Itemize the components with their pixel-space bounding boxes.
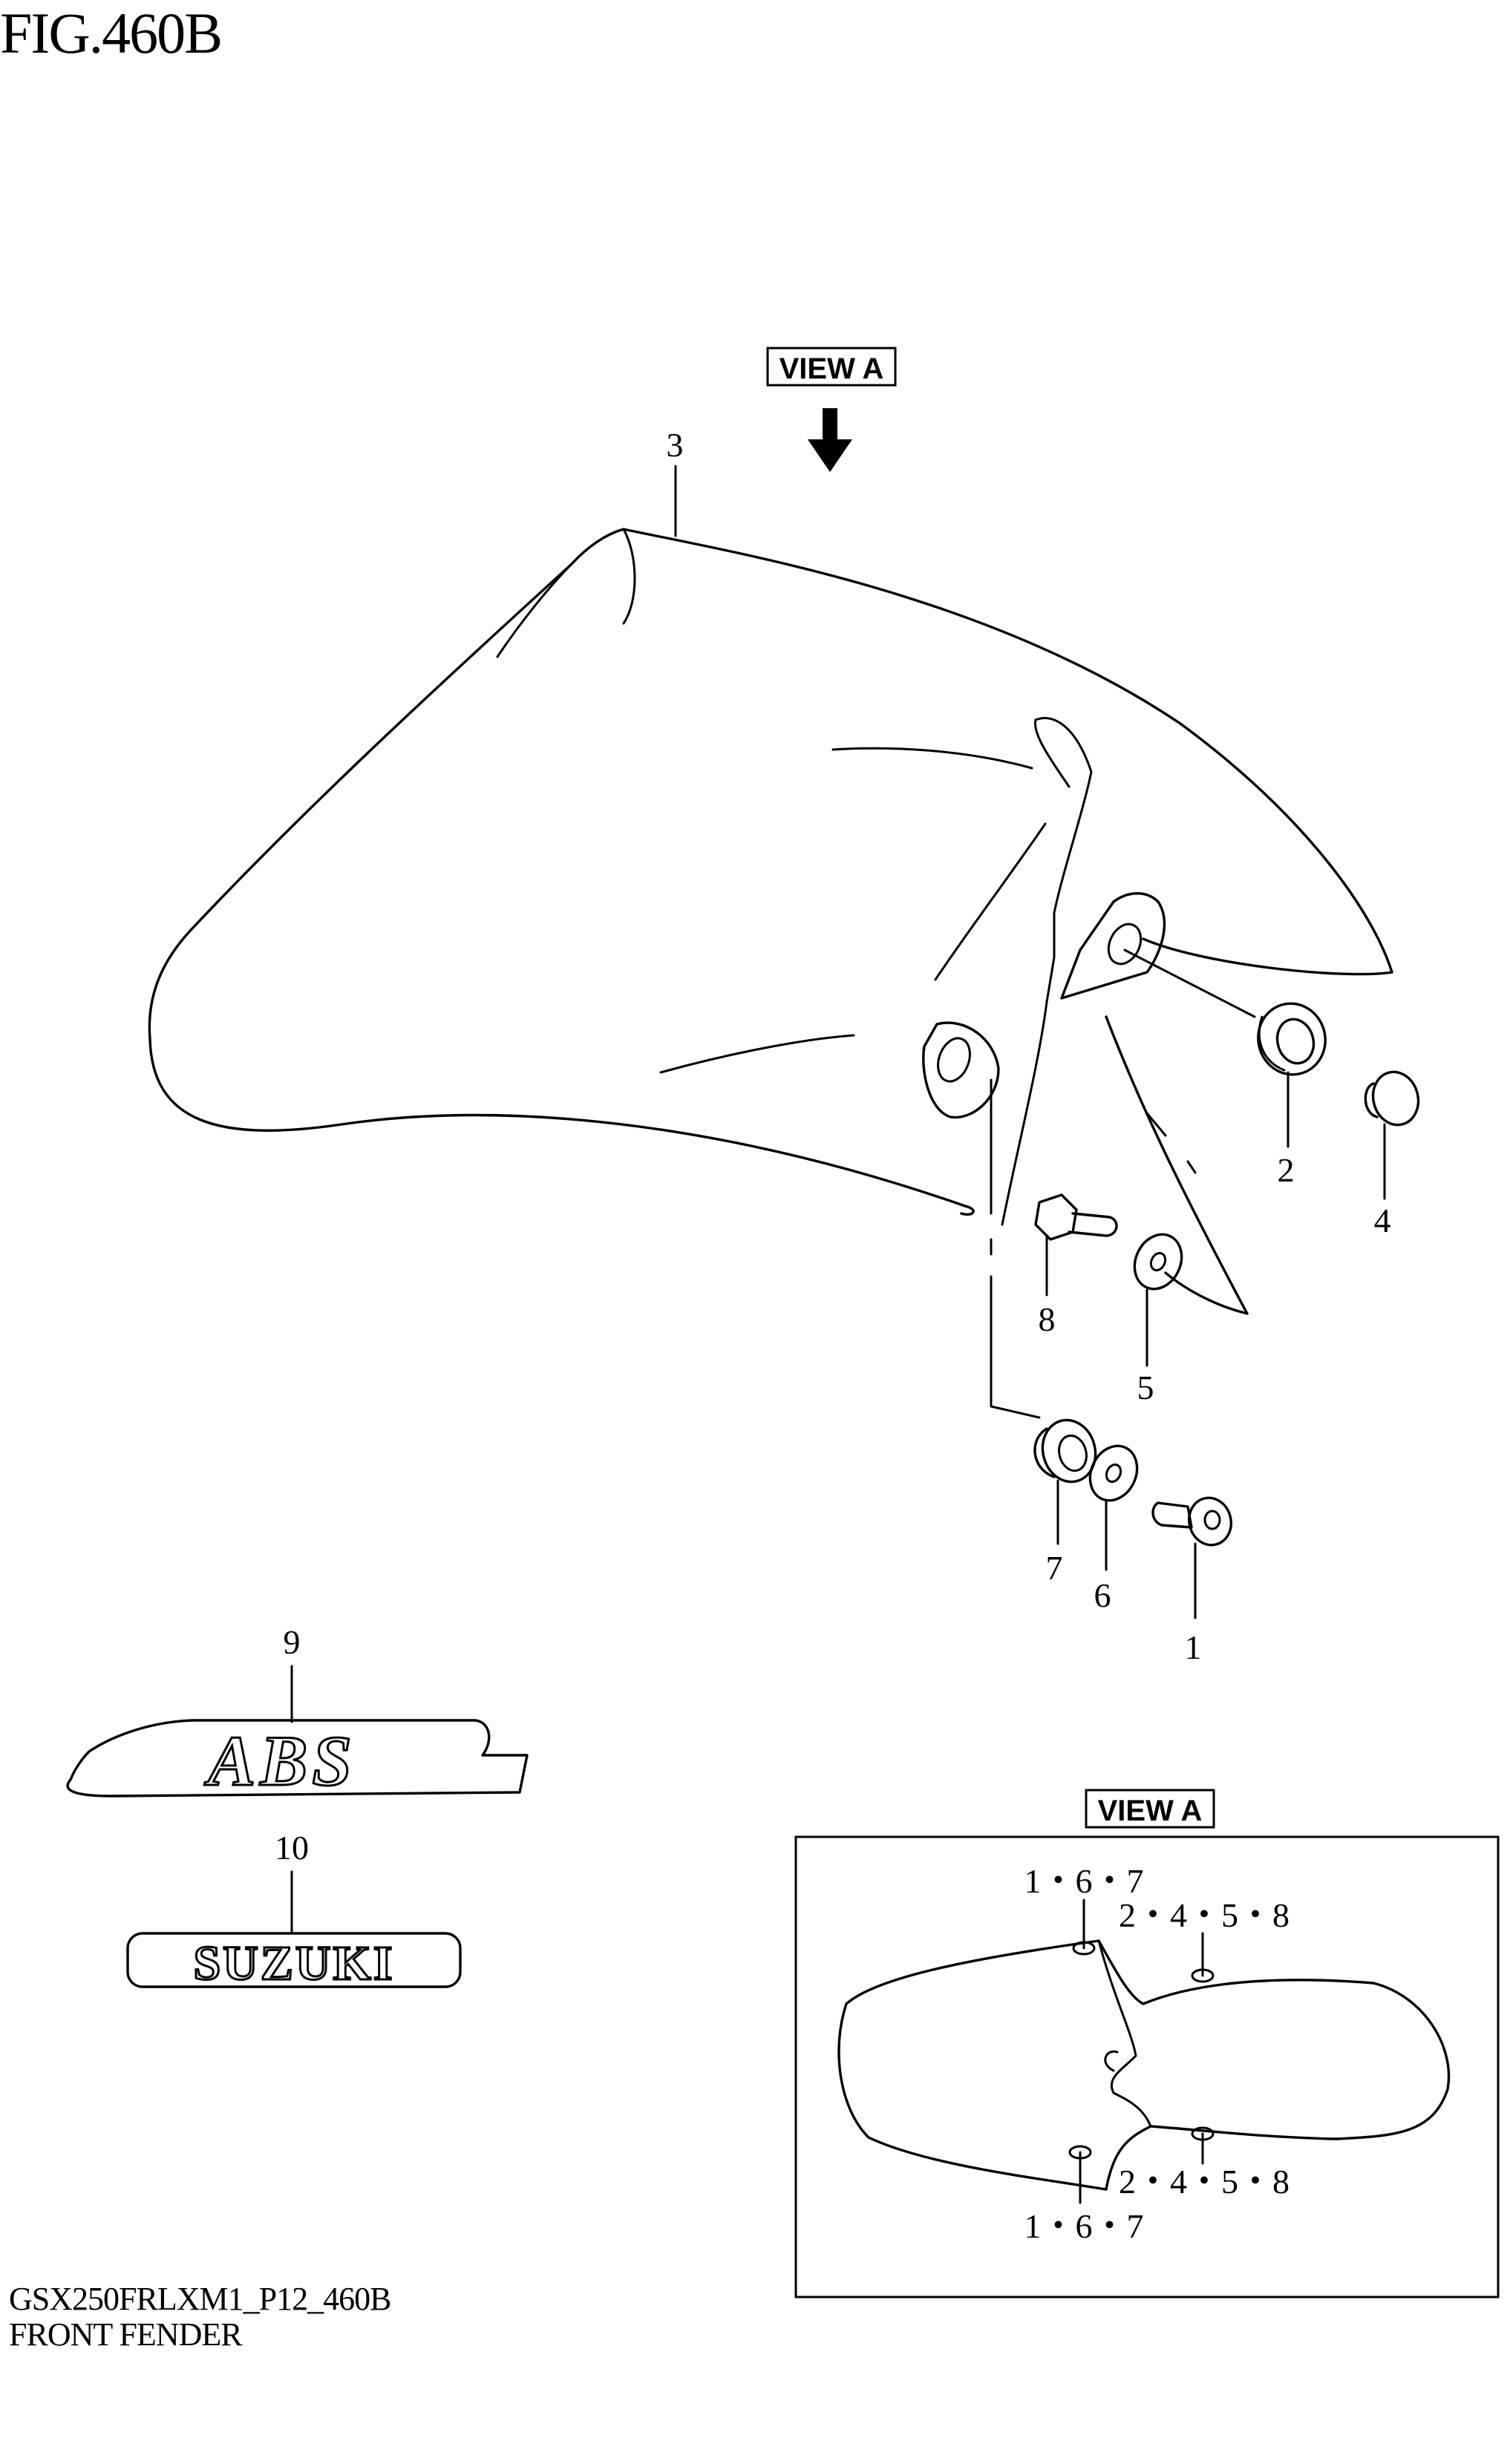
grommet-part-7 (1033, 1418, 1097, 1545)
suzuki-decal-text: SUZUKI (193, 1936, 394, 1990)
view-a-top-label: VIEW A (779, 353, 884, 385)
leader-lines (990, 948, 1256, 1419)
callout-8: 8 (1039, 1300, 1056, 1338)
figure-name: FRONT FENDER (9, 2316, 243, 2353)
callout-3: 3 (667, 426, 684, 464)
callout-1: 1 (1185, 1628, 1202, 1666)
callout-10: 10 (275, 1829, 309, 1867)
suzuki-decal-part-10: SUZUKI (126, 1870, 462, 1992)
callout-2: 2 (1278, 1151, 1295, 1189)
front-fender-part (148, 528, 1393, 1315)
view-direction-arrow-icon (808, 408, 852, 472)
callout-6: 6 (1094, 1576, 1111, 1614)
callout-7: 7 (1046, 1549, 1063, 1587)
callout-4: 4 (1374, 1202, 1391, 1239)
abs-decal-text: ABS (204, 1721, 356, 1801)
view-a-callout-bottom-left: 1・6・7 (1024, 2207, 1144, 2245)
figure-title: FIG.460B (0, 1, 223, 65)
washer-part-6 (1088, 1444, 1139, 1571)
view-a-callout-top-left: 1・6・7 (1024, 1862, 1144, 1900)
grommet-part-2 (1257, 1002, 1327, 1148)
view-a-inset-label: VIEW A (1098, 1795, 1203, 1827)
bolt-part-8 (1034, 1193, 1118, 1297)
washer-part-5 (1133, 1233, 1183, 1367)
callout-9: 9 (284, 1623, 301, 1661)
view-a-inset: VIEW A 1・6・7 2・4・5・8 2・4・5・8 1・6・7 (794, 1789, 1500, 2298)
figure-code: GSX250FRLXM1_P12_460B (9, 2281, 391, 2317)
callout-5: 5 (1137, 1369, 1154, 1406)
view-a-callout-bottom-right: 2・4・5・8 (1119, 2163, 1290, 2201)
abs-decal-part-9: ABS (66, 1665, 529, 1802)
view-a-indicator: VIEW A (766, 347, 897, 472)
view-a-callout-top-right: 2・4・5・8 (1119, 1896, 1290, 1934)
screw-part-1 (1151, 1496, 1232, 1619)
collar-part-4 (1364, 1070, 1420, 1200)
